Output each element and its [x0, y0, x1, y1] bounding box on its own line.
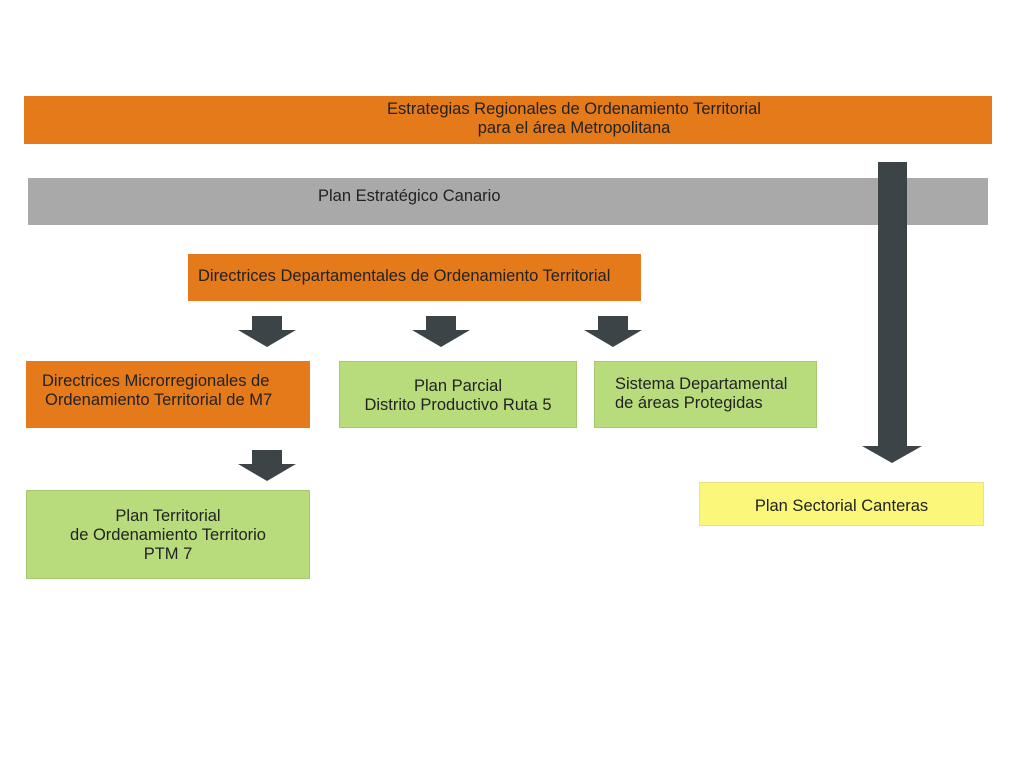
box-directrices-microrregionales: Directrices Microrregionales de Ordenami… [26, 361, 310, 428]
box-directrices-departamentales: Directrices Departamentales de Ordenamie… [188, 254, 641, 301]
arrow-down-icon [862, 162, 922, 463]
box-plan-estrategico-canario: Plan Estratégico Canario [28, 178, 988, 225]
directrices-dep-label: Directrices Departamentales de Ordenamie… [198, 267, 611, 285]
arrow-down-icon [238, 316, 296, 347]
parcial-line-1: Plan Parcial [413, 377, 503, 395]
canteras-label: Plan Sectorial Canteras [754, 497, 929, 515]
arrow-down-icon [238, 450, 296, 481]
estrategias-line-1: Estrategias Regionales de Ordenamiento T… [387, 100, 761, 118]
sistema-line-1: Sistema Departamental [615, 375, 788, 393]
arrow-down-icon [412, 316, 470, 347]
ptm-line-1: Plan Territorial [115, 507, 221, 525]
box-estrategias-regionales: Estrategias Regionales de Ordenamiento T… [24, 96, 992, 144]
box-plan-territorial-ptm7: Plan Territorial de Ordenamiento Territo… [26, 490, 310, 579]
plan-canario-label: Plan Estratégico Canario [318, 187, 501, 205]
box-sistema-departamental: Sistema Departamental de áreas Protegida… [594, 361, 817, 428]
sistema-line-2: de áreas Protegidas [615, 394, 763, 412]
box-plan-sectorial-canteras: Plan Sectorial Canteras [699, 482, 984, 526]
arrow-down-icon [584, 316, 642, 347]
ptm-line-3: PTM 7 [143, 545, 193, 563]
estrategias-line-2: para el área Metropolitana [477, 119, 671, 137]
ptm-line-2: de Ordenamiento Territorio [70, 526, 266, 544]
micro-line-1: Directrices Microrregionales de [42, 372, 270, 390]
box-plan-parcial: Plan Parcial Distrito Productivo Ruta 5 [339, 361, 577, 428]
parcial-line-2: Distrito Productivo Ruta 5 [364, 396, 552, 414]
micro-line-2: Ordenamiento Territorial de M7 [45, 391, 273, 409]
